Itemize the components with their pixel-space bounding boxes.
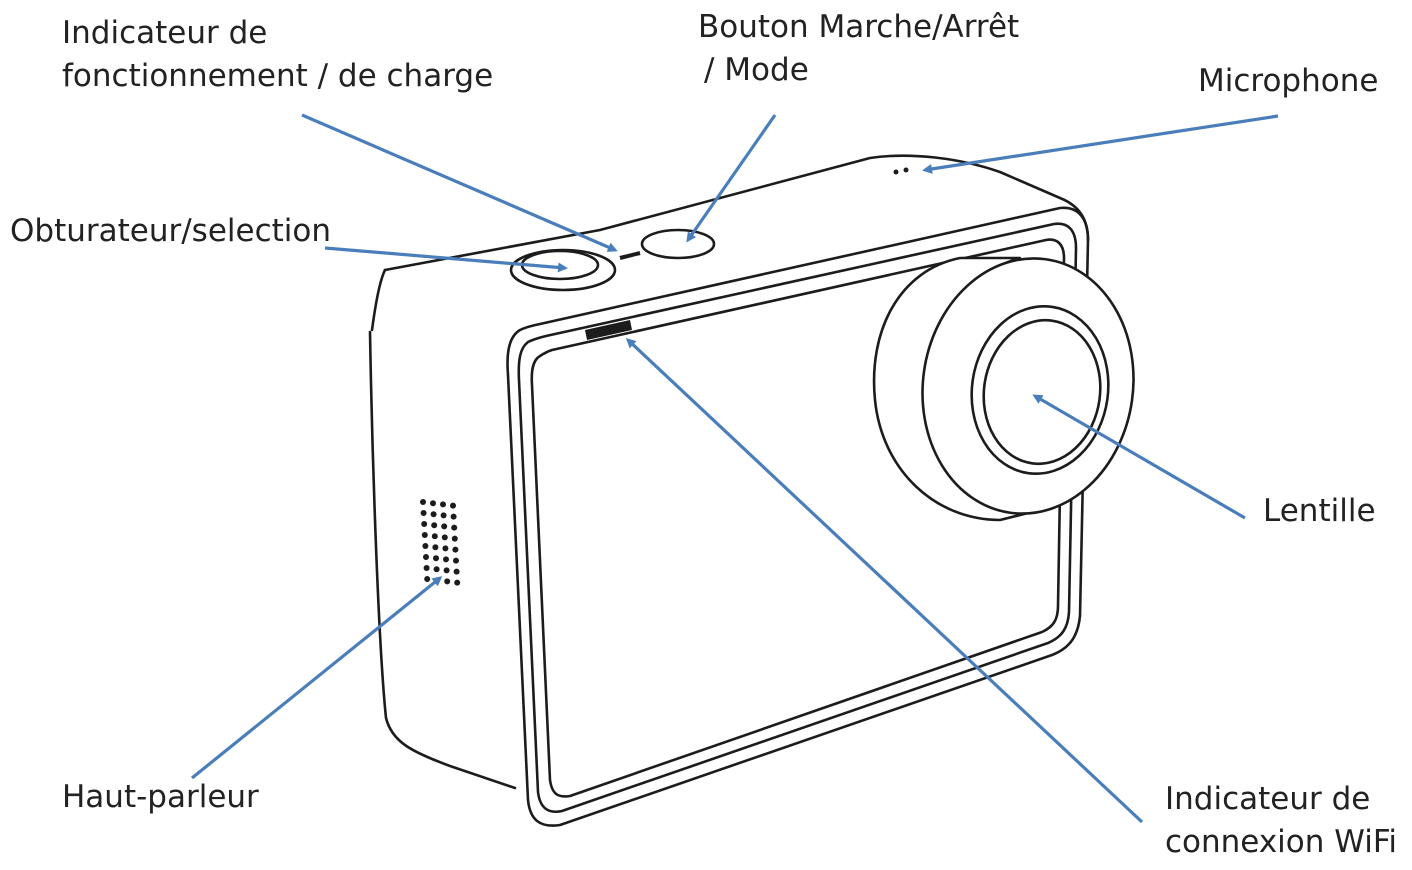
label-power-button: Bouton Marche/Arrêt / Mode bbox=[698, 6, 1019, 92]
speaker-hole bbox=[441, 534, 448, 541]
power-button-shape bbox=[640, 228, 716, 260]
speaker-hole bbox=[422, 543, 429, 549]
speaker-hole bbox=[453, 557, 459, 564]
label-microphone-text: Microphone bbox=[1198, 63, 1379, 99]
speaker-hole bbox=[441, 523, 448, 530]
arrow-wifi-indicator bbox=[625, 337, 1144, 824]
speaker-hole bbox=[420, 499, 426, 505]
shutter-button-shape bbox=[509, 248, 617, 292]
arrow-lens bbox=[1032, 394, 1246, 520]
speaker-hole bbox=[423, 554, 429, 560]
label-shutter-text: Obturateur/selection bbox=[10, 213, 332, 249]
callout-arrows bbox=[190, 113, 1279, 824]
speaker-hole bbox=[432, 544, 439, 551]
speaker-hole bbox=[443, 556, 449, 563]
speaker-grid bbox=[420, 499, 461, 586]
microphone-holes bbox=[893, 167, 909, 175]
arrow-power-button bbox=[686, 114, 777, 243]
speaker-hole bbox=[421, 521, 428, 527]
label-speaker-text: Haut-parleur bbox=[62, 779, 259, 815]
label-wifi-indicator-line1: Indicateur de bbox=[1165, 781, 1371, 817]
label-speaker: Haut-parleur bbox=[62, 776, 259, 819]
speaker-hole bbox=[431, 522, 438, 529]
arrow-shutter bbox=[324, 246, 568, 273]
label-power-button-line2: / Mode bbox=[704, 52, 809, 88]
speaker-hole bbox=[453, 568, 460, 575]
speaker-hole bbox=[430, 511, 437, 518]
arrow-speaker bbox=[190, 576, 443, 780]
label-wifi-indicator: Indicateur de connexion WiFi bbox=[1165, 778, 1397, 864]
camera-body bbox=[368, 154, 1090, 827]
speaker-hole bbox=[424, 576, 431, 582]
speaker-hole bbox=[433, 555, 439, 562]
label-power-button-line1: Bouton Marche/Arrêt bbox=[698, 9, 1020, 45]
speaker-hole bbox=[431, 533, 438, 540]
lens-shape bbox=[872, 256, 1135, 522]
speaker-hole bbox=[451, 524, 458, 531]
speaker-hole bbox=[442, 545, 449, 552]
speaker-hole bbox=[443, 567, 450, 574]
label-wifi-indicator-line2: connexion WiFi bbox=[1165, 824, 1398, 860]
speaker-hole bbox=[423, 565, 430, 571]
speaker-hole bbox=[450, 502, 456, 509]
speaker-hole bbox=[433, 566, 440, 573]
speaker-hole bbox=[444, 578, 451, 585]
label-lens-text: Lentille bbox=[1263, 493, 1376, 529]
speaker-hole bbox=[452, 546, 459, 553]
speaker-hole bbox=[450, 513, 457, 520]
speaker-hole bbox=[451, 535, 458, 542]
arrow-microphone bbox=[922, 114, 1279, 174]
speaker-hole bbox=[440, 512, 447, 519]
speaker-hole bbox=[454, 579, 461, 586]
label-indicator-charge: Indicateur de fonctionnement / de charge bbox=[62, 12, 493, 98]
label-indicator-charge-line2: fonctionnement / de charge bbox=[62, 58, 494, 94]
speaker-hole bbox=[440, 501, 446, 508]
label-microphone: Microphone bbox=[1198, 60, 1378, 103]
label-indicator-charge-line1: Indicateur de bbox=[62, 15, 268, 51]
status-led-shape bbox=[619, 251, 641, 260]
label-lens: Lentille bbox=[1263, 490, 1376, 533]
label-shutter: Obturateur/selection bbox=[10, 210, 331, 253]
arrow-indicator-charge bbox=[301, 113, 618, 252]
speaker-hole bbox=[421, 532, 428, 538]
speaker-hole bbox=[430, 500, 436, 507]
speaker-hole bbox=[420, 510, 427, 516]
